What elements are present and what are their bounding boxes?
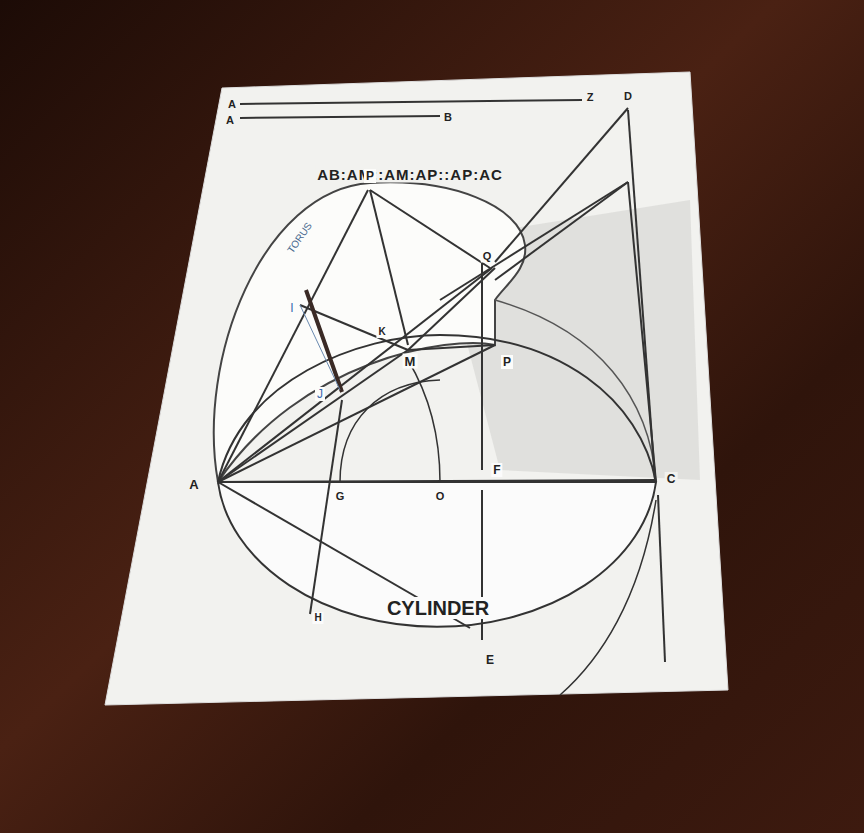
- point-label: Z: [585, 91, 596, 104]
- point-label: C: [665, 472, 678, 486]
- point-label: A: [226, 98, 238, 111]
- point-label: I: [288, 301, 295, 315]
- point-label: O: [434, 490, 447, 503]
- point-label: E: [484, 653, 496, 667]
- surface-label: CYLINDER: [385, 597, 491, 619]
- torus-sheet: [214, 182, 525, 482]
- point-label: G: [334, 490, 347, 503]
- point-label: B: [442, 111, 454, 124]
- construction-arcs: [340, 360, 656, 695]
- paper-sheet: [105, 72, 728, 705]
- point-label: J: [315, 387, 325, 401]
- point-label: P: [501, 355, 513, 369]
- point-label: M: [403, 354, 418, 369]
- point-label: P: [364, 169, 376, 183]
- semicircle-arc: [218, 335, 656, 482]
- torus-arc: [495, 300, 656, 482]
- point-label: K: [376, 326, 387, 338]
- cylinder-base: [218, 482, 656, 627]
- point-label: A: [187, 477, 200, 492]
- blue-line: [300, 305, 340, 390]
- proportion-title: AB:AM::AM:AP::AP:AC: [315, 166, 505, 183]
- rod: [306, 290, 342, 392]
- point-label: F: [491, 463, 502, 477]
- point-label: H: [312, 612, 323, 624]
- point-label: Q: [481, 250, 494, 263]
- point-label: D: [622, 90, 634, 103]
- construction-lines: [218, 100, 665, 662]
- point-label: A: [224, 114, 236, 127]
